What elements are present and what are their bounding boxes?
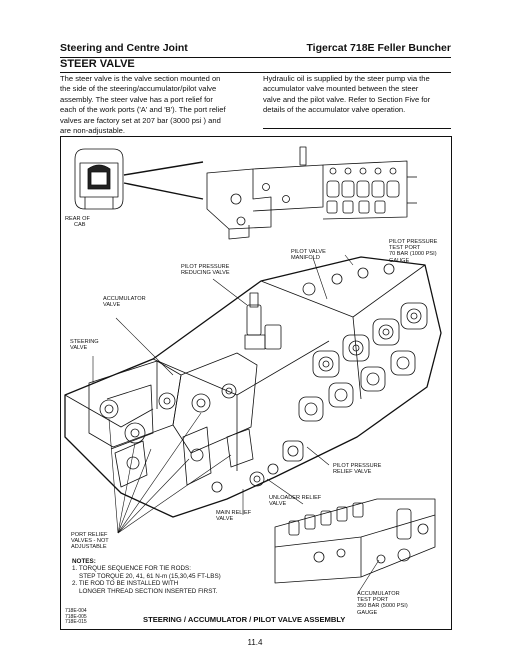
- body-line: valves are factory set at 207 bar (3000 …: [60, 115, 221, 125]
- label-port-relief-valves: PORT RELIEF VALVES - NOT ADJUSTABLE: [71, 532, 109, 551]
- note-line: LONGER THREAD SECTION INSERTED FIRST.: [72, 587, 218, 595]
- note-line: 1. TORQUE SEQUENCE FOR TIE RODS:: [72, 565, 191, 573]
- notes-title: NOTES:: [72, 558, 96, 565]
- body-line: valve and the pilot valve. Refer to Sect…: [263, 94, 431, 104]
- accumulator-assembly-small: [274, 498, 436, 584]
- body-line: Hydraulic oil is supplied by the steer p…: [263, 74, 430, 83]
- label-rear-of-cab: REAR OF CAB: [65, 216, 90, 229]
- figure-title: STEERING / ACCUMULATOR / PILOT VALVE ASS…: [143, 615, 346, 624]
- figure-reference-codes: 718E-004 718E-005 718E-015: [65, 608, 87, 626]
- body-line: are non-adjustable.: [60, 126, 126, 136]
- assembly-figure: REAR OF CAB PILOT PRESSURE TEST PORT 70 …: [60, 136, 452, 630]
- valve-assembly-body: [64, 256, 442, 518]
- label-steering-valve: STEERING VALVE: [70, 339, 99, 352]
- figure-notes: NOTES: 1. TORQUE SEQUENCE FOR TIE RODS: …: [72, 558, 221, 595]
- body-line: accumulator valve mounted between the st…: [263, 84, 419, 94]
- header-section-name: Steering and Centre Joint: [60, 42, 188, 54]
- label-accumulator-valve: ACCUMULATOR VALVE: [103, 296, 146, 309]
- valve-schematic: [206, 146, 417, 240]
- body-left-column: The steer valve is the valve section mou…: [60, 74, 250, 136]
- body-line: The steer valve is the valve section mou…: [60, 74, 221, 83]
- body-end-rule: [263, 128, 451, 129]
- accumulator-valve-section: [172, 352, 258, 486]
- relief-valves: [211, 463, 279, 493]
- assembly-drawing: [64, 146, 442, 594]
- label-pilot-pressure-reducing-valve: PILOT PRESSURE REDUCING VALVE: [181, 264, 230, 277]
- note-line: 2. TIE ROD TO BE INSTALLED WITH: [72, 580, 179, 588]
- body-line: each of the work ports ('A' and 'B'). Th…: [60, 105, 226, 115]
- body-right-column: Hydraulic oil is supplied by the steer p…: [263, 74, 453, 116]
- page-header: Steering and Centre Joint Tigercat 718E …: [60, 42, 451, 56]
- label-pilot-pressure-relief-valve: PILOT PRESSURE RELIEF VALVE: [333, 463, 382, 476]
- note-line: STEP TORQUE 20, 41, 61 N-m (15,30,45 FT-…: [72, 572, 221, 580]
- leader-lines: [92, 254, 380, 594]
- pilot-pressure-reducing-valve: [244, 292, 282, 350]
- steering-valve-section: [88, 360, 182, 488]
- section-rule: [60, 72, 451, 73]
- body-line: assembly. The steer valve has a port rel…: [60, 94, 213, 104]
- pilot-valve-spools: [282, 263, 428, 462]
- header-rule: [60, 57, 451, 58]
- label-accumulator-test-port: ACCUMULATOR TEST PORT 350 BAR (5000 PSI)…: [357, 591, 408, 616]
- label-pilot-pressure-test-port: PILOT PRESSURE TEST PORT 70 BAR (1000 PS…: [389, 239, 438, 264]
- schematic-spool-row: [326, 167, 400, 214]
- label-pilot-valve-manifold: PILOT VALVE MANIFOLD: [291, 249, 326, 262]
- cab-top-view: [74, 148, 124, 210]
- header-machine-model: Tigercat 718E Feller Buncher: [306, 42, 451, 54]
- section-title: STEER VALVE: [60, 58, 135, 70]
- label-unloader-relief-valve: UNLOADER RELIEF VALVE: [269, 495, 322, 508]
- page-number: 11.4: [247, 638, 263, 647]
- body-line: the side of the steering/accumulator/pil…: [60, 84, 217, 94]
- body-line: details of the accumulator valve operati…: [263, 105, 406, 115]
- label-main-relief-valve: MAIN RELIEF VALVE: [216, 510, 252, 523]
